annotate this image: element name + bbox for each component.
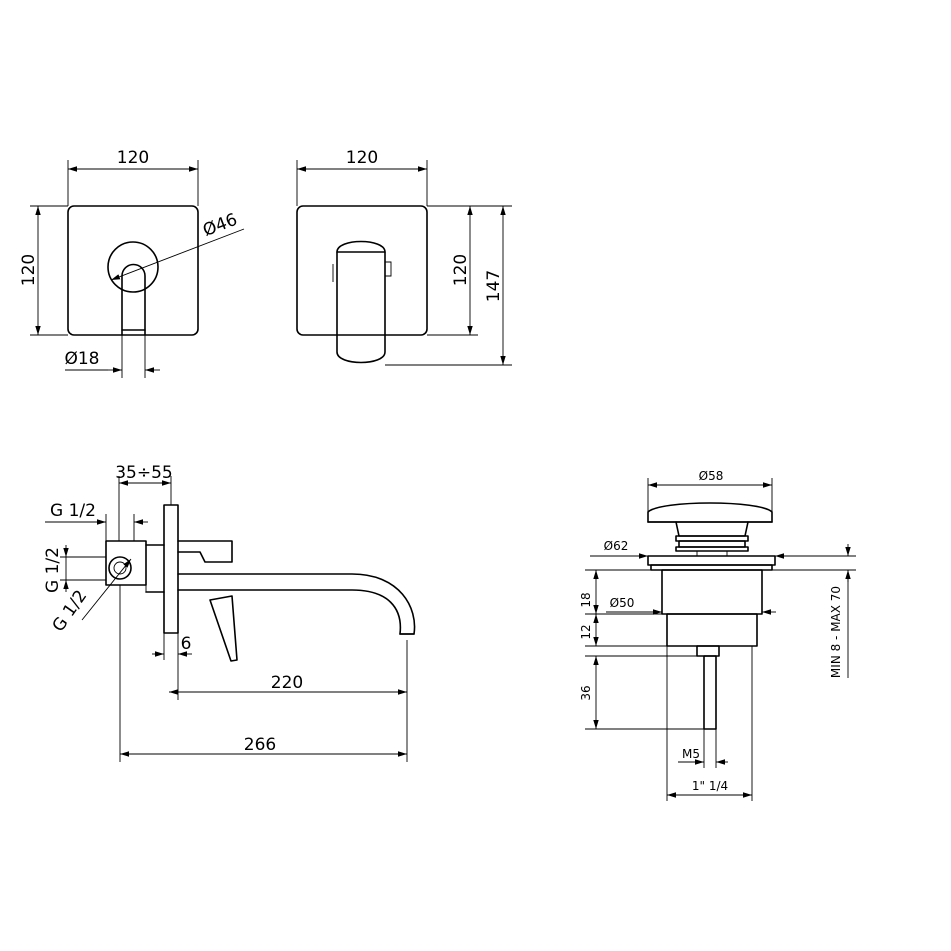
spout-diameter-label: Ø18 bbox=[64, 349, 99, 369]
thread-size-label: 1" 1/4 bbox=[692, 779, 728, 793]
spout-outline bbox=[121, 263, 146, 336]
thread-diag-leader bbox=[81, 558, 132, 621]
wall-plate bbox=[296, 205, 428, 336]
front-view-left: 120 120 Ø46 Ø18 bbox=[19, 148, 245, 378]
ring bbox=[107, 241, 159, 293]
wall-range-label: 35÷55 bbox=[115, 463, 173, 483]
spout bbox=[177, 573, 416, 635]
wall-plate bbox=[67, 205, 199, 336]
flange bbox=[647, 555, 776, 566]
spout-projection-label: 220 bbox=[271, 673, 303, 693]
total-length-label: 266 bbox=[244, 735, 276, 755]
lever bbox=[209, 595, 238, 662]
ring-diameter-leader bbox=[110, 228, 245, 281]
body bbox=[661, 569, 763, 615]
thread-side-label: G 1/2 bbox=[43, 547, 63, 593]
lever-notch bbox=[385, 261, 392, 277]
body-diameter-label: Ø50 bbox=[610, 596, 635, 610]
plate-thickness-label: 6 bbox=[181, 634, 192, 654]
width-label: 120 bbox=[117, 148, 149, 168]
cap-diameter-label: Ø58 bbox=[699, 469, 724, 483]
thickness-range-label: MIN 8 - MAX 70 bbox=[829, 586, 843, 678]
height-label: 120 bbox=[19, 254, 39, 286]
dim-36-label: 36 bbox=[579, 685, 593, 700]
threaded-rod bbox=[703, 655, 717, 730]
dim-12-label: 12 bbox=[579, 624, 593, 639]
wall-plate-profile bbox=[163, 504, 179, 634]
front-view-right: 120 120 147 bbox=[296, 148, 512, 366]
width-label: 120 bbox=[346, 148, 378, 168]
lever-block bbox=[177, 540, 233, 563]
cap-stem bbox=[675, 521, 749, 537]
ring-diameter-label: Ø46 bbox=[200, 210, 240, 241]
waste-valve-view: Ø58 Ø62 Ø50 MIN 8 - MAX 70 18 12 36 bbox=[579, 469, 856, 801]
flange-diameter-label: Ø62 bbox=[604, 539, 629, 553]
lever-handle bbox=[336, 240, 386, 364]
height-label: 120 bbox=[451, 254, 471, 286]
total-height-label: 147 bbox=[484, 270, 504, 302]
mixer-body bbox=[105, 540, 147, 586]
dim-18-label: 18 bbox=[579, 592, 593, 607]
inlet-circle bbox=[108, 556, 132, 580]
side-view: 35÷55 G 1/2 G 1/2 G 1/2 6 220 266 bbox=[43, 463, 416, 762]
lower-body bbox=[666, 613, 758, 647]
cap bbox=[647, 502, 773, 523]
thread-top-label: G 1/2 bbox=[50, 501, 96, 521]
thread-m5-label: M5 bbox=[682, 747, 700, 761]
